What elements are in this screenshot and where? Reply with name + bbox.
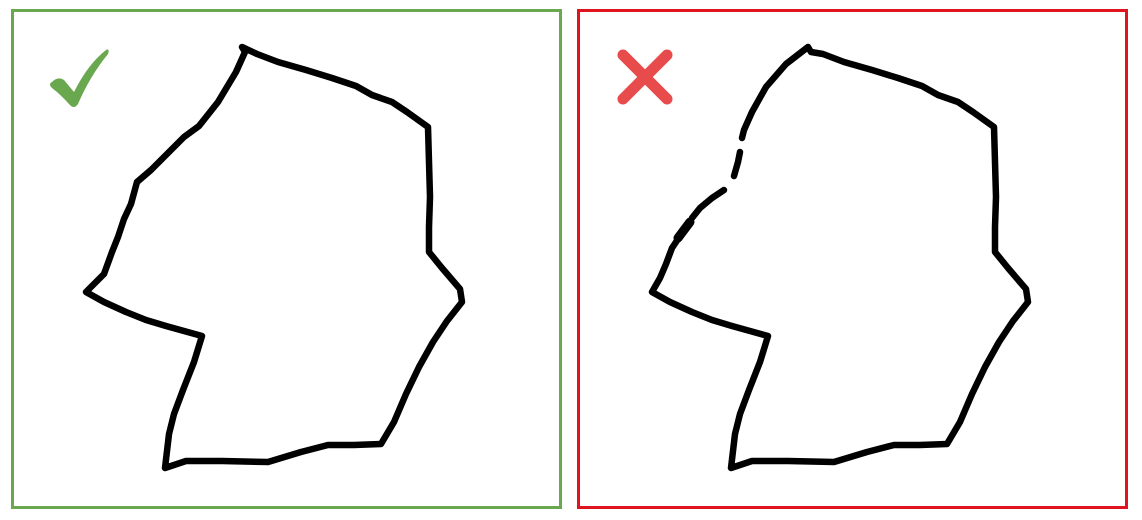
- shape-outline-segment-fragment: [730, 148, 744, 180]
- correct-example-panel: [11, 9, 562, 509]
- checkmark-icon: [50, 49, 109, 107]
- broken-outline-shape: [648, 43, 1032, 472]
- continuous-outline-shape: [82, 43, 466, 472]
- shape-outline-segment-middle: [688, 186, 728, 222]
- shape-outline: [82, 43, 466, 472]
- cross-icon: [617, 49, 673, 105]
- incorrect-example-panel: [577, 9, 1128, 509]
- shape-outline-segment-main: [648, 43, 1032, 472]
- shape-outline-segment-thick: [673, 217, 695, 243]
